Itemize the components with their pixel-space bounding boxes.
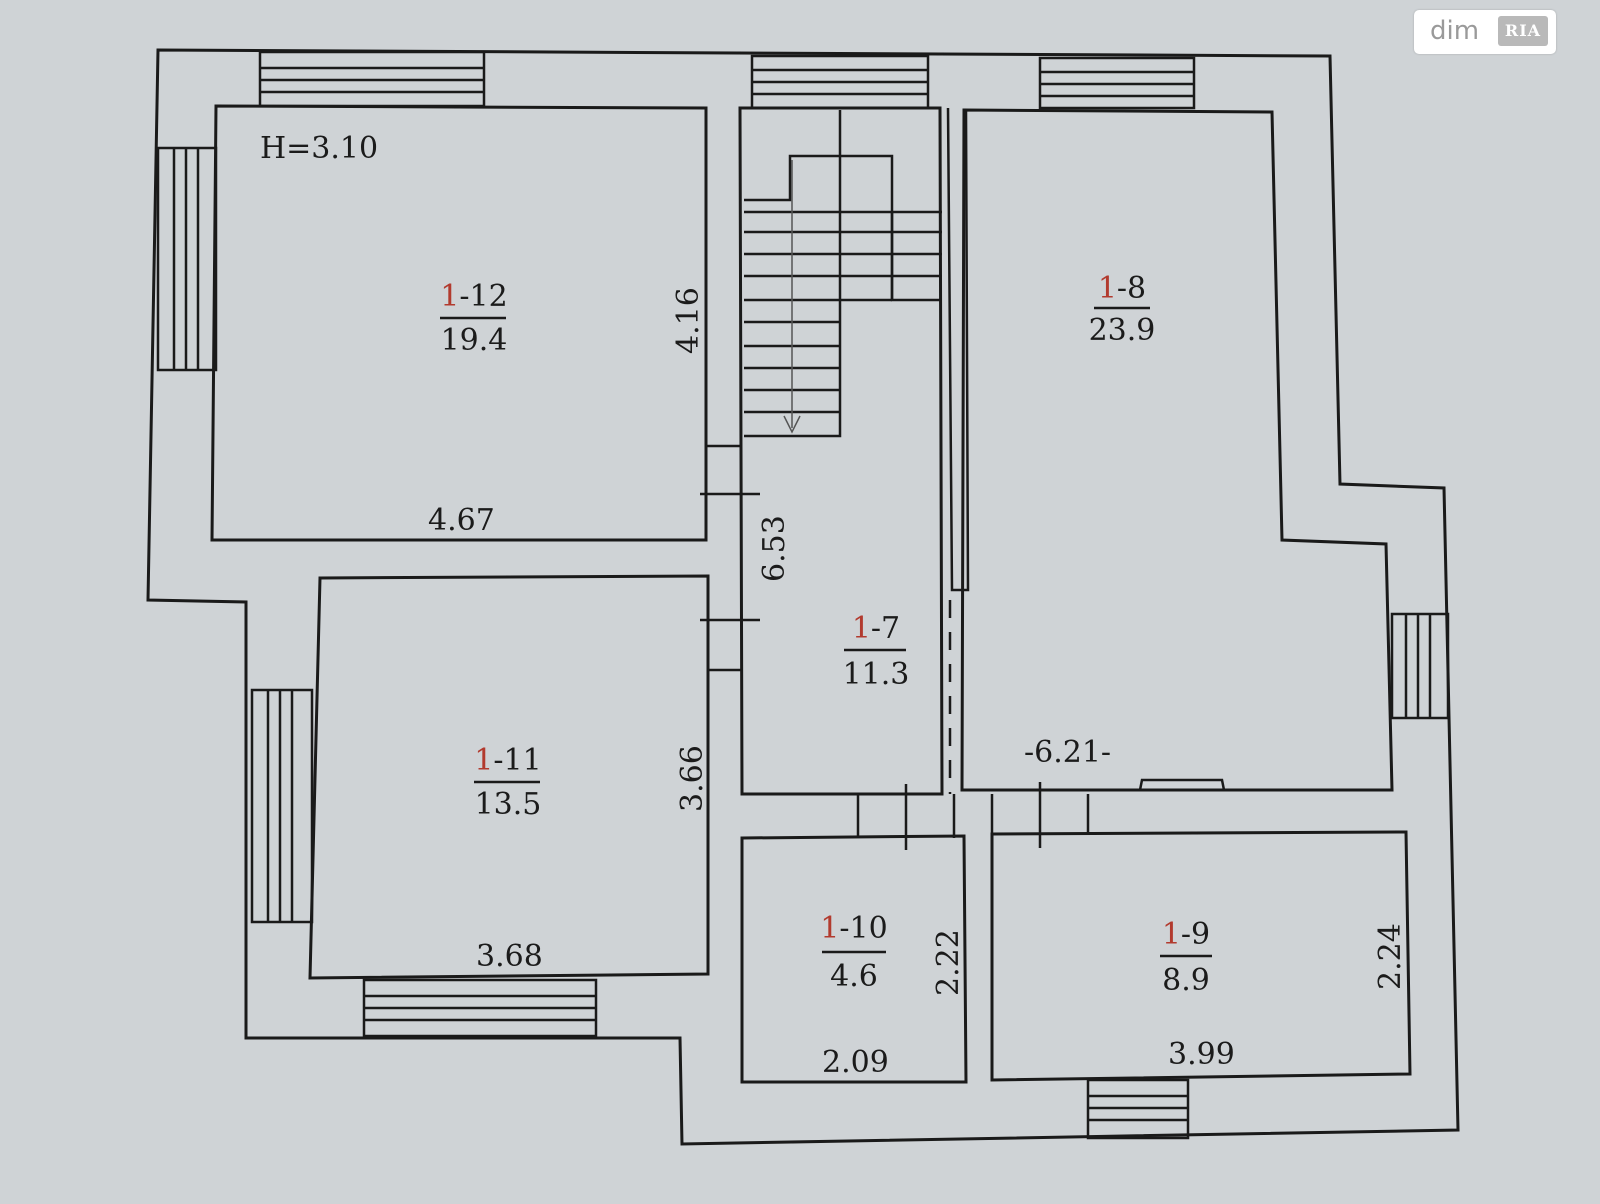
window-top-right: [1038, 56, 1196, 110]
dim-room-9-width: 3.99: [1168, 1037, 1235, 1072]
room-number: -12: [459, 279, 507, 314]
partition-wall: [946, 107, 970, 592]
door-threshold: [1138, 778, 1226, 791]
svg-text:1-9: 1-9: [1162, 917, 1210, 952]
room-11-outline: [308, 574, 710, 980]
ria-logo-icon: RIA: [1498, 16, 1548, 46]
room-prefix: 1: [852, 611, 871, 646]
staircase: [744, 110, 942, 438]
window-left: [156, 146, 218, 372]
room-prefix: 1: [1098, 271, 1117, 306]
room-8-outline: [960, 108, 1394, 792]
room-area: 23.9: [1089, 313, 1156, 348]
room-number: -10: [839, 911, 887, 946]
dim-room-11-height: 3.66: [675, 745, 710, 812]
window-bottom-right: [1086, 1078, 1190, 1140]
dim-room-8-width: -6.21-: [1024, 735, 1111, 770]
room-area: 13.5: [475, 787, 542, 822]
room-prefix: 1: [1162, 917, 1181, 952]
svg-text:1-10: 1-10: [820, 911, 887, 946]
door-room-10: [856, 784, 956, 850]
room-label-9: 1-9 8.9: [1160, 917, 1212, 998]
svg-text:1-12: 1-12: [440, 279, 507, 314]
svg-text:1-7: 1-7: [852, 611, 900, 646]
dim-room-10-width: 2.09: [822, 1045, 889, 1080]
svg-text:1-8: 1-8: [1098, 271, 1146, 306]
room-prefix: 1: [820, 911, 839, 946]
dim-room-12-height: 4.16: [671, 287, 706, 354]
room-9-outline: [990, 830, 1412, 1082]
watermark-text: dim: [1430, 16, 1480, 46]
room-area: 11.3: [843, 657, 910, 692]
room-area: 4.6: [830, 959, 878, 994]
room-label-8: 1-8 23.9: [1089, 271, 1156, 348]
window-left-lower: [250, 688, 314, 924]
room-number: -7: [871, 611, 900, 646]
room-label-10: 1-10 4.6: [820, 911, 887, 994]
window-top-left: [258, 50, 486, 108]
dim-room-9-height: 2.24: [1373, 923, 1408, 990]
door-room-12: [700, 444, 760, 496]
dim-room-10-height: 2.22: [931, 929, 966, 996]
room-number: -11: [493, 743, 541, 778]
room-number: -8: [1117, 271, 1146, 306]
room-label-12: 1-12 19.4: [440, 279, 508, 358]
room-10-outline: [740, 834, 968, 1084]
room-area: 8.9: [1162, 963, 1210, 998]
watermark: dim RIA: [1414, 10, 1556, 54]
outer-wall: [146, 48, 1460, 1146]
dim-room-12-width: 4.67: [428, 503, 495, 538]
room-12-outline: [210, 104, 708, 542]
room-label-7: 1-7 11.3: [843, 611, 910, 692]
stair-arrow-icon: [783, 415, 801, 434]
dim-room-7-height: 6.53: [757, 515, 792, 582]
door-room-9: [990, 782, 1090, 848]
room-area: 19.4: [441, 323, 508, 358]
room-prefix: 1: [440, 279, 459, 314]
window-right: [1390, 612, 1450, 720]
door-room-11: [700, 618, 760, 672]
svg-text:1-11: 1-11: [474, 743, 541, 778]
ceiling-height-label: H=3.10: [260, 131, 378, 166]
room-number: -9: [1181, 917, 1210, 952]
room-label-11: 1-11 13.5: [474, 743, 542, 822]
room-prefix: 1: [474, 743, 493, 778]
window-bottom-left: [362, 978, 598, 1038]
window-top-middle: [750, 54, 930, 110]
dim-room-11-width: 3.68: [476, 939, 543, 974]
